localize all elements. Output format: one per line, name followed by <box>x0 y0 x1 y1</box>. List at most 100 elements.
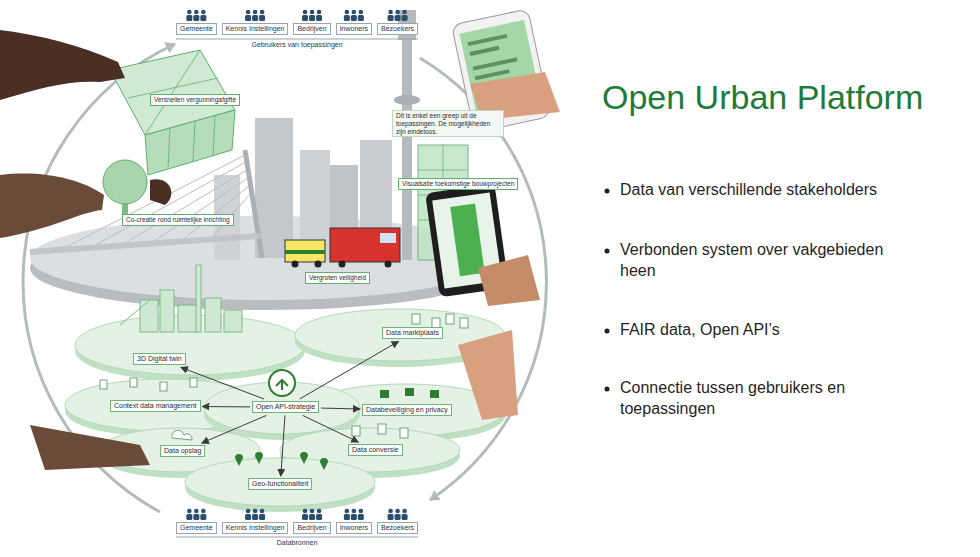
platform-label: Geo-functionaliteit <box>248 478 312 490</box>
person-icon <box>252 15 258 21</box>
person-icon <box>193 514 199 520</box>
person-icon <box>395 509 400 514</box>
hand <box>458 330 518 420</box>
bullet-dot <box>605 387 610 392</box>
person-icon <box>246 10 251 15</box>
emergency-vehicles <box>285 228 400 268</box>
note-box: Dit is enkel een greep uit de toepassing… <box>392 110 504 137</box>
mini-skyline <box>120 265 242 332</box>
stakeholder-box: Kennis Instellingen <box>222 23 289 35</box>
node-text: Gemeente <box>180 524 213 532</box>
bullet-dot <box>605 329 610 334</box>
node-text: Bezoekers <box>381 25 414 33</box>
hub-icon <box>269 370 295 396</box>
node-text: Bedrijven <box>297 524 326 532</box>
person-icon <box>193 15 199 21</box>
person-icon <box>194 509 199 514</box>
application-label: Co-creatie rond ruimtelijke inrichting <box>122 214 234 226</box>
stakeholder-box: Bezoekers <box>377 522 418 534</box>
application-label: Versnellen vergunningafgifte <box>150 94 240 106</box>
person-icon <box>388 509 393 514</box>
stakeholder-box: Gemeente <box>176 522 217 534</box>
slide-title: Open Urban Platform <box>602 78 923 117</box>
person-icon <box>260 10 265 15</box>
person-icon <box>358 514 364 520</box>
person-icon <box>395 10 400 15</box>
stakeholder-box: Gemeente <box>176 23 217 35</box>
person-icon <box>388 15 394 21</box>
node-text: Vergroten veiligheid <box>309 274 366 282</box>
person-icon <box>395 15 401 21</box>
person-icon <box>395 514 401 520</box>
person-icon <box>186 514 192 520</box>
person-icon <box>352 509 357 514</box>
stakeholder-box: Kennis Instellingen <box>222 522 289 534</box>
person-icon <box>310 10 315 15</box>
node-text: Data marktplaats <box>386 329 439 337</box>
node-text: Bedrijven <box>297 25 326 33</box>
platform-label: Data opslag <box>160 445 205 457</box>
person-icon <box>253 10 258 15</box>
person-icon <box>344 514 350 520</box>
node-text: Gemeente <box>180 25 213 33</box>
stakeholder-box: Inwoners <box>336 23 372 35</box>
connector-arrow <box>203 406 251 407</box>
hand <box>150 179 171 205</box>
node-text: Geo-functionaliteit <box>252 480 308 488</box>
person-icon <box>259 15 265 21</box>
platform-label: Data marktplaats <box>382 327 443 339</box>
person-icon <box>317 10 322 15</box>
hand <box>0 174 104 238</box>
group-rule <box>176 39 418 40</box>
bullet-text: Data van verschillende stakeholders <box>620 180 920 201</box>
node-text: Data conversie <box>352 446 399 454</box>
bullet-text: Connectie tussen gebruikers en toepassin… <box>620 378 920 420</box>
platform-label: 3D Digital twin <box>133 353 186 365</box>
hand <box>478 255 540 306</box>
connector-arrow <box>321 408 360 410</box>
person-icon <box>358 15 364 21</box>
person-icon <box>194 10 199 15</box>
person-icon <box>351 514 357 520</box>
person-icon <box>317 509 322 514</box>
lock-icons <box>380 388 439 398</box>
person-icon <box>402 10 407 15</box>
connector-arrow <box>300 341 399 399</box>
bullet-dot <box>605 249 610 254</box>
node-text: Inwoners <box>340 25 368 33</box>
group-caption: Databronnen <box>277 539 317 546</box>
person-icon <box>344 15 350 21</box>
person-icon <box>245 514 251 520</box>
person-icon <box>252 514 258 520</box>
person-icon <box>186 15 192 21</box>
bullet-text: FAIR data, Open API’s <box>620 320 920 341</box>
platform-label: Databeveiliging en privacy <box>362 404 452 416</box>
person-icon <box>316 15 322 21</box>
group-rule <box>176 537 418 538</box>
person-icon <box>187 509 192 514</box>
person-icon <box>402 509 407 514</box>
connector-arrow <box>281 415 285 476</box>
data-icons <box>100 314 468 440</box>
node-text: Dit is enkel een greep uit de toepassing… <box>396 112 500 135</box>
node-text: Context data management <box>114 402 197 410</box>
application-label: Vergroten veiligheid <box>305 272 370 284</box>
person-icon <box>303 509 308 514</box>
platform-disks <box>65 309 505 512</box>
node-text: Databeveiliging en privacy <box>366 406 448 414</box>
node-text: Co-creatie rond ruimtelijke inrichting <box>126 216 230 224</box>
node-text: Open API-strategie <box>256 403 315 411</box>
node-text: Visualsatie toekomstige bouwprojecten <box>402 180 514 188</box>
node-text: Kennis Instellingen <box>226 25 285 33</box>
node-text: Bezoekers <box>381 524 414 532</box>
person-icon <box>352 10 357 15</box>
person-icon <box>388 10 393 15</box>
platform-label: Open API-strategie <box>252 401 319 413</box>
connector-arrow <box>303 415 359 442</box>
node-text: 3D Digital twin <box>137 355 182 363</box>
person-icon <box>201 10 206 15</box>
stakeholder-box: Bedrijven <box>293 23 330 35</box>
person-icon <box>260 509 265 514</box>
person-icon <box>309 514 315 520</box>
person-icon <box>316 514 322 520</box>
